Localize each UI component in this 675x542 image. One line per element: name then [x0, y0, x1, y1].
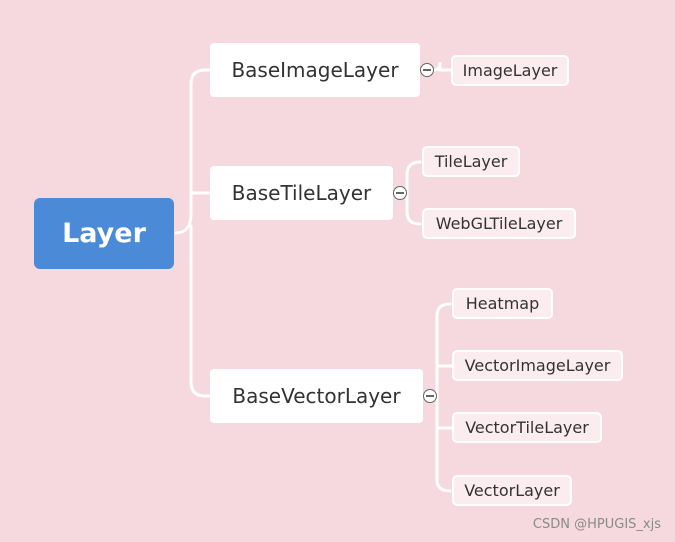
branch-base-image-layer[interactable]: BaseImageLayer [210, 43, 420, 97]
leaf-image-layer[interactable]: ImageLayer [451, 55, 569, 86]
leaf-tile-layer[interactable]: TileLayer [422, 146, 520, 177]
leaf-heatmap[interactable]: Heatmap [452, 288, 553, 319]
watermark: CSDN @HPUGIS_xjs [532, 517, 661, 532]
leaf-vector-layer[interactable]: VectorLayer [452, 475, 572, 506]
connector-vector [435, 302, 454, 493]
branch-base-tile-layer[interactable]: BaseTileLayer [210, 166, 393, 220]
branch-base-vector-layer[interactable]: BaseVectorLayer [210, 369, 423, 423]
leaf-webgl-tile-layer[interactable]: WebGLTileLayer [422, 208, 576, 239]
connector-image [432, 61, 452, 72]
leaf-vector-tile-layer[interactable]: VectorTileLayer [452, 412, 602, 443]
collapse-icon[interactable] [423, 389, 437, 403]
connector-tile [405, 160, 422, 226]
collapse-icon[interactable] [393, 186, 407, 200]
leaf-vector-image-layer[interactable]: VectorImageLayer [452, 350, 623, 381]
root-node[interactable]: Layer [34, 198, 174, 269]
connector-root-branches [174, 68, 212, 398]
collapse-icon[interactable] [420, 63, 434, 77]
